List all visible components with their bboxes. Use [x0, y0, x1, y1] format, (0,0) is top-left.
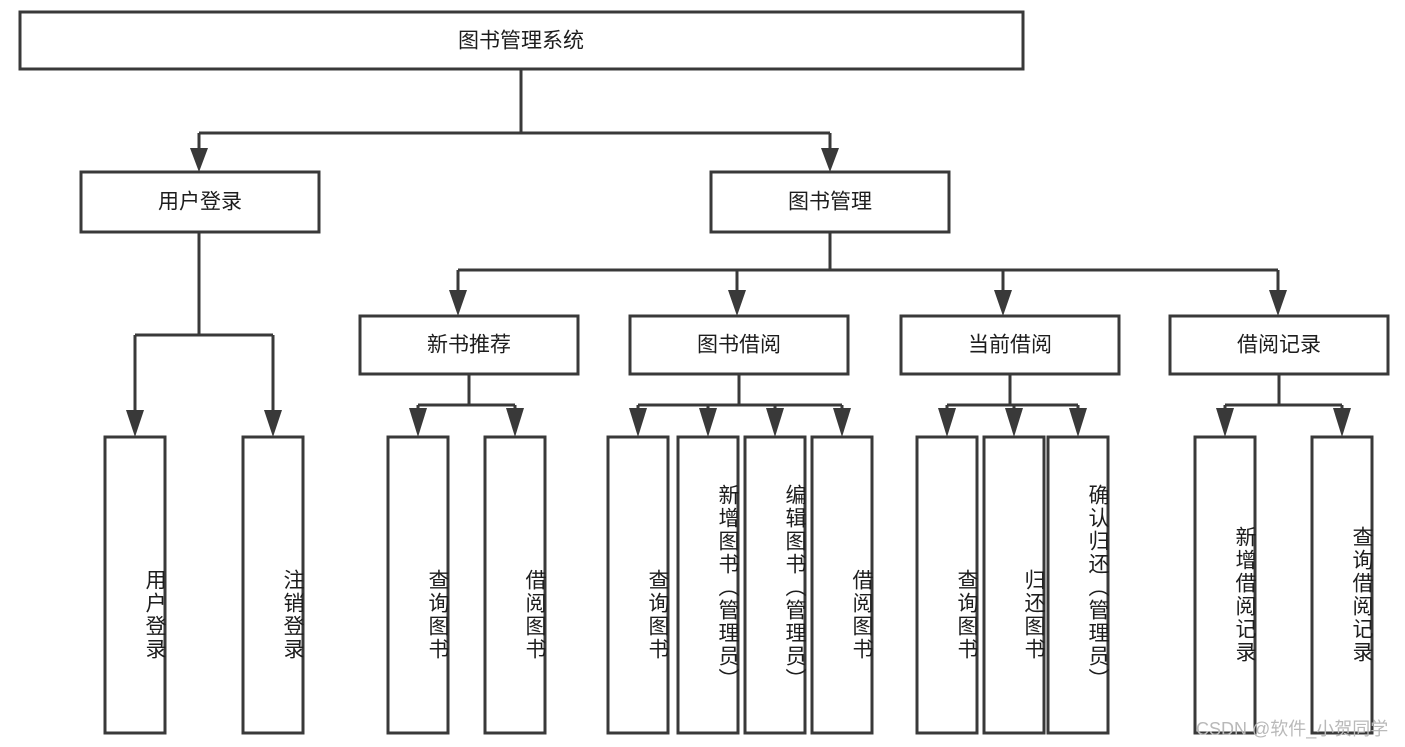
- node-borrow-books-2-box[interactable]: [810, 435, 874, 735]
- node-book-management-box[interactable]: [709, 170, 951, 234]
- arrow-head-icon: [994, 290, 1012, 316]
- node-user-login-label: 用户登录: [158, 191, 242, 214]
- node-query-borrow-record-box[interactable]: [1310, 435, 1374, 735]
- node-book-management-label: 图书管理: [788, 191, 872, 214]
- node-new-book-recommend-label: 新书推荐: [427, 334, 511, 357]
- node-query-books-3-box[interactable]: [915, 435, 979, 735]
- node-user-login-do-box[interactable]: [103, 435, 167, 735]
- node-current-borrowing[interactable]: 当前借阅: [899, 314, 1121, 376]
- arrow-head-icon: [766, 408, 784, 437]
- node-book-borrowing-label: 图书借阅: [697, 334, 781, 357]
- node-borrow-records[interactable]: 借阅记录: [1168, 314, 1390, 376]
- node-query-books-2-box[interactable]: [606, 435, 670, 735]
- arrow-head-icon: [1269, 290, 1287, 316]
- node-new-book-recommend-box[interactable]: [358, 314, 580, 376]
- node-add-book-admin-box[interactable]: [676, 435, 740, 735]
- arrow-head-icon: [629, 408, 647, 437]
- connector-new-book-recommend-to-children: [409, 374, 524, 437]
- arrow-head-icon: [1333, 408, 1351, 437]
- arrow-head-icon: [1069, 408, 1087, 437]
- arrow-head-icon: [409, 408, 427, 437]
- node-edit-book-admin-box[interactable]: [743, 435, 807, 735]
- node-user-logout-box[interactable]: [241, 435, 305, 735]
- arrow-head-icon: [1005, 408, 1023, 437]
- arrow-head-icon: [190, 148, 208, 172]
- node-return-books-box[interactable]: [982, 435, 1046, 735]
- arrow-head-icon: [728, 290, 746, 316]
- arrow-head-icon: [126, 410, 144, 437]
- connector-borrow-records-to-children: [1216, 374, 1351, 437]
- node-root-label: 图书管理系统: [458, 30, 584, 53]
- arrow-head-icon: [699, 408, 717, 437]
- arrow-head-icon: [1216, 408, 1234, 437]
- node-book-borrowing[interactable]: 图书借阅: [628, 314, 850, 376]
- arrow-head-icon: [449, 290, 467, 316]
- node-current-borrowing-box[interactable]: [899, 314, 1121, 376]
- node-root[interactable]: 图书管理系统: [18, 10, 1025, 71]
- node-borrow-books-1-box[interactable]: [483, 435, 547, 735]
- arrow-head-icon: [264, 410, 282, 437]
- csdn-watermark: CSDN @软件_小贺同学: [1196, 719, 1389, 739]
- node-query-books-1-box[interactable]: [386, 435, 450, 735]
- node-root-box[interactable]: [18, 10, 1025, 71]
- connector-book-management-to-children: [449, 232, 1287, 316]
- connector-book-borrowing-to-children: [629, 374, 851, 437]
- node-new-book-recommend[interactable]: 新书推荐: [358, 314, 580, 376]
- connector-root-to-level2: [190, 69, 839, 172]
- node-book-borrowing-box[interactable]: [628, 314, 850, 376]
- arrow-head-icon: [821, 148, 839, 172]
- connector-current-borrowing-to-children: [938, 374, 1087, 437]
- arrow-head-icon: [506, 408, 524, 437]
- connector-user-login-to-children: [126, 232, 282, 437]
- node-confirm-return-admin-box[interactable]: [1046, 435, 1110, 735]
- node-user-login[interactable]: 用户登录: [79, 170, 321, 234]
- node-book-management[interactable]: 图书管理: [709, 170, 951, 234]
- node-current-borrowing-label: 当前借阅: [968, 334, 1052, 357]
- node-borrow-records-box[interactable]: [1168, 314, 1390, 376]
- arrow-head-icon: [833, 408, 851, 437]
- node-add-borrow-record-box[interactable]: [1193, 435, 1257, 735]
- arrow-head-icon: [938, 408, 956, 437]
- node-borrow-records-label: 借阅记录: [1237, 334, 1321, 357]
